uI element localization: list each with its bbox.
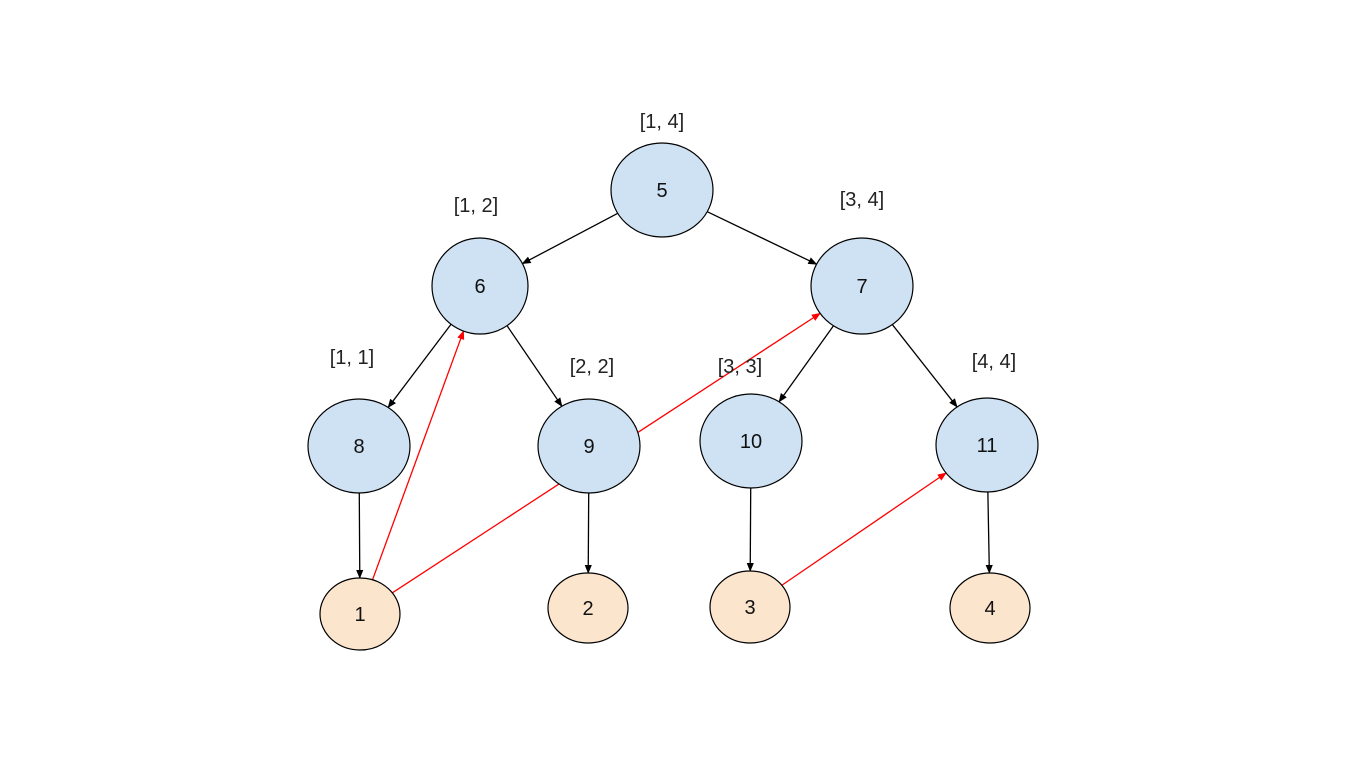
- tree-edge-11-to-4: [985, 491, 993, 574]
- tree-edge-6-to-9: [506, 325, 563, 407]
- link-edge-3-to-11: [781, 472, 947, 586]
- tree-node-5: 5: [610, 142, 714, 238]
- range-label-11: [4, 4]: [972, 351, 1016, 373]
- node-label: 8: [353, 436, 364, 458]
- tree-node-7: 7: [810, 237, 914, 335]
- leaf-node-4: 4: [949, 572, 1031, 644]
- tree-node-11: 11: [935, 397, 1039, 493]
- node-label: 3: [744, 597, 755, 619]
- tree-node-6: 6: [431, 237, 529, 335]
- node-label: 5: [656, 180, 667, 202]
- link-edge-1-to-6: [371, 330, 465, 581]
- node-label: 10: [740, 431, 762, 453]
- leaf-node-1: 1: [319, 577, 401, 651]
- node-circle: [537, 398, 641, 494]
- node-label: 9: [583, 436, 594, 458]
- leaf-node-3: 3: [709, 570, 791, 644]
- tree-edge-5-to-6: [521, 212, 619, 265]
- tree-edge-7-to-11: [891, 324, 958, 408]
- node-circle: [699, 393, 803, 489]
- range-label-8: [1, 1]: [330, 347, 374, 369]
- range-label-5: [1, 4]: [640, 111, 684, 133]
- node-label: 1: [354, 604, 365, 626]
- node-circle: [319, 577, 401, 651]
- range-label-7: [3, 4]: [840, 189, 884, 211]
- range-label-10: [3, 3]: [718, 356, 762, 378]
- tree-edge-6-to-8: [387, 323, 452, 409]
- node-circle: [610, 142, 714, 238]
- leaf-node-2: 2: [547, 572, 629, 644]
- tree-edge-8-to-1: [356, 492, 364, 579]
- node-circle: [307, 398, 411, 494]
- range-label-6: [1, 2]: [454, 195, 498, 217]
- node-circle: [547, 572, 629, 644]
- node-circle: [709, 570, 791, 644]
- node-circle: [935, 397, 1039, 493]
- node-circle: [810, 237, 914, 335]
- node-label: 7: [856, 276, 867, 298]
- node-label: 4: [984, 598, 995, 620]
- range-label-9: [2, 2]: [570, 356, 614, 378]
- tree-edge-5-to-7: [706, 211, 818, 265]
- node-label: 11: [977, 435, 998, 457]
- node-circle: [949, 572, 1031, 644]
- range-labels-layer: [1, 4] [1, 2] [3, 4] [1, 1] [2, 2] [3, 3] [4, …: [330, 111, 1016, 378]
- node-label: 2: [582, 598, 593, 620]
- tree-node-8: 8: [307, 398, 411, 494]
- node-circle: [431, 237, 529, 335]
- tree-node-9: 9: [537, 398, 641, 494]
- tree-edge-7-to-10: [778, 325, 835, 403]
- node-label: 6: [474, 276, 485, 298]
- tree-edge-10-to-3: [746, 487, 754, 572]
- tree-node-10: 10: [699, 393, 803, 489]
